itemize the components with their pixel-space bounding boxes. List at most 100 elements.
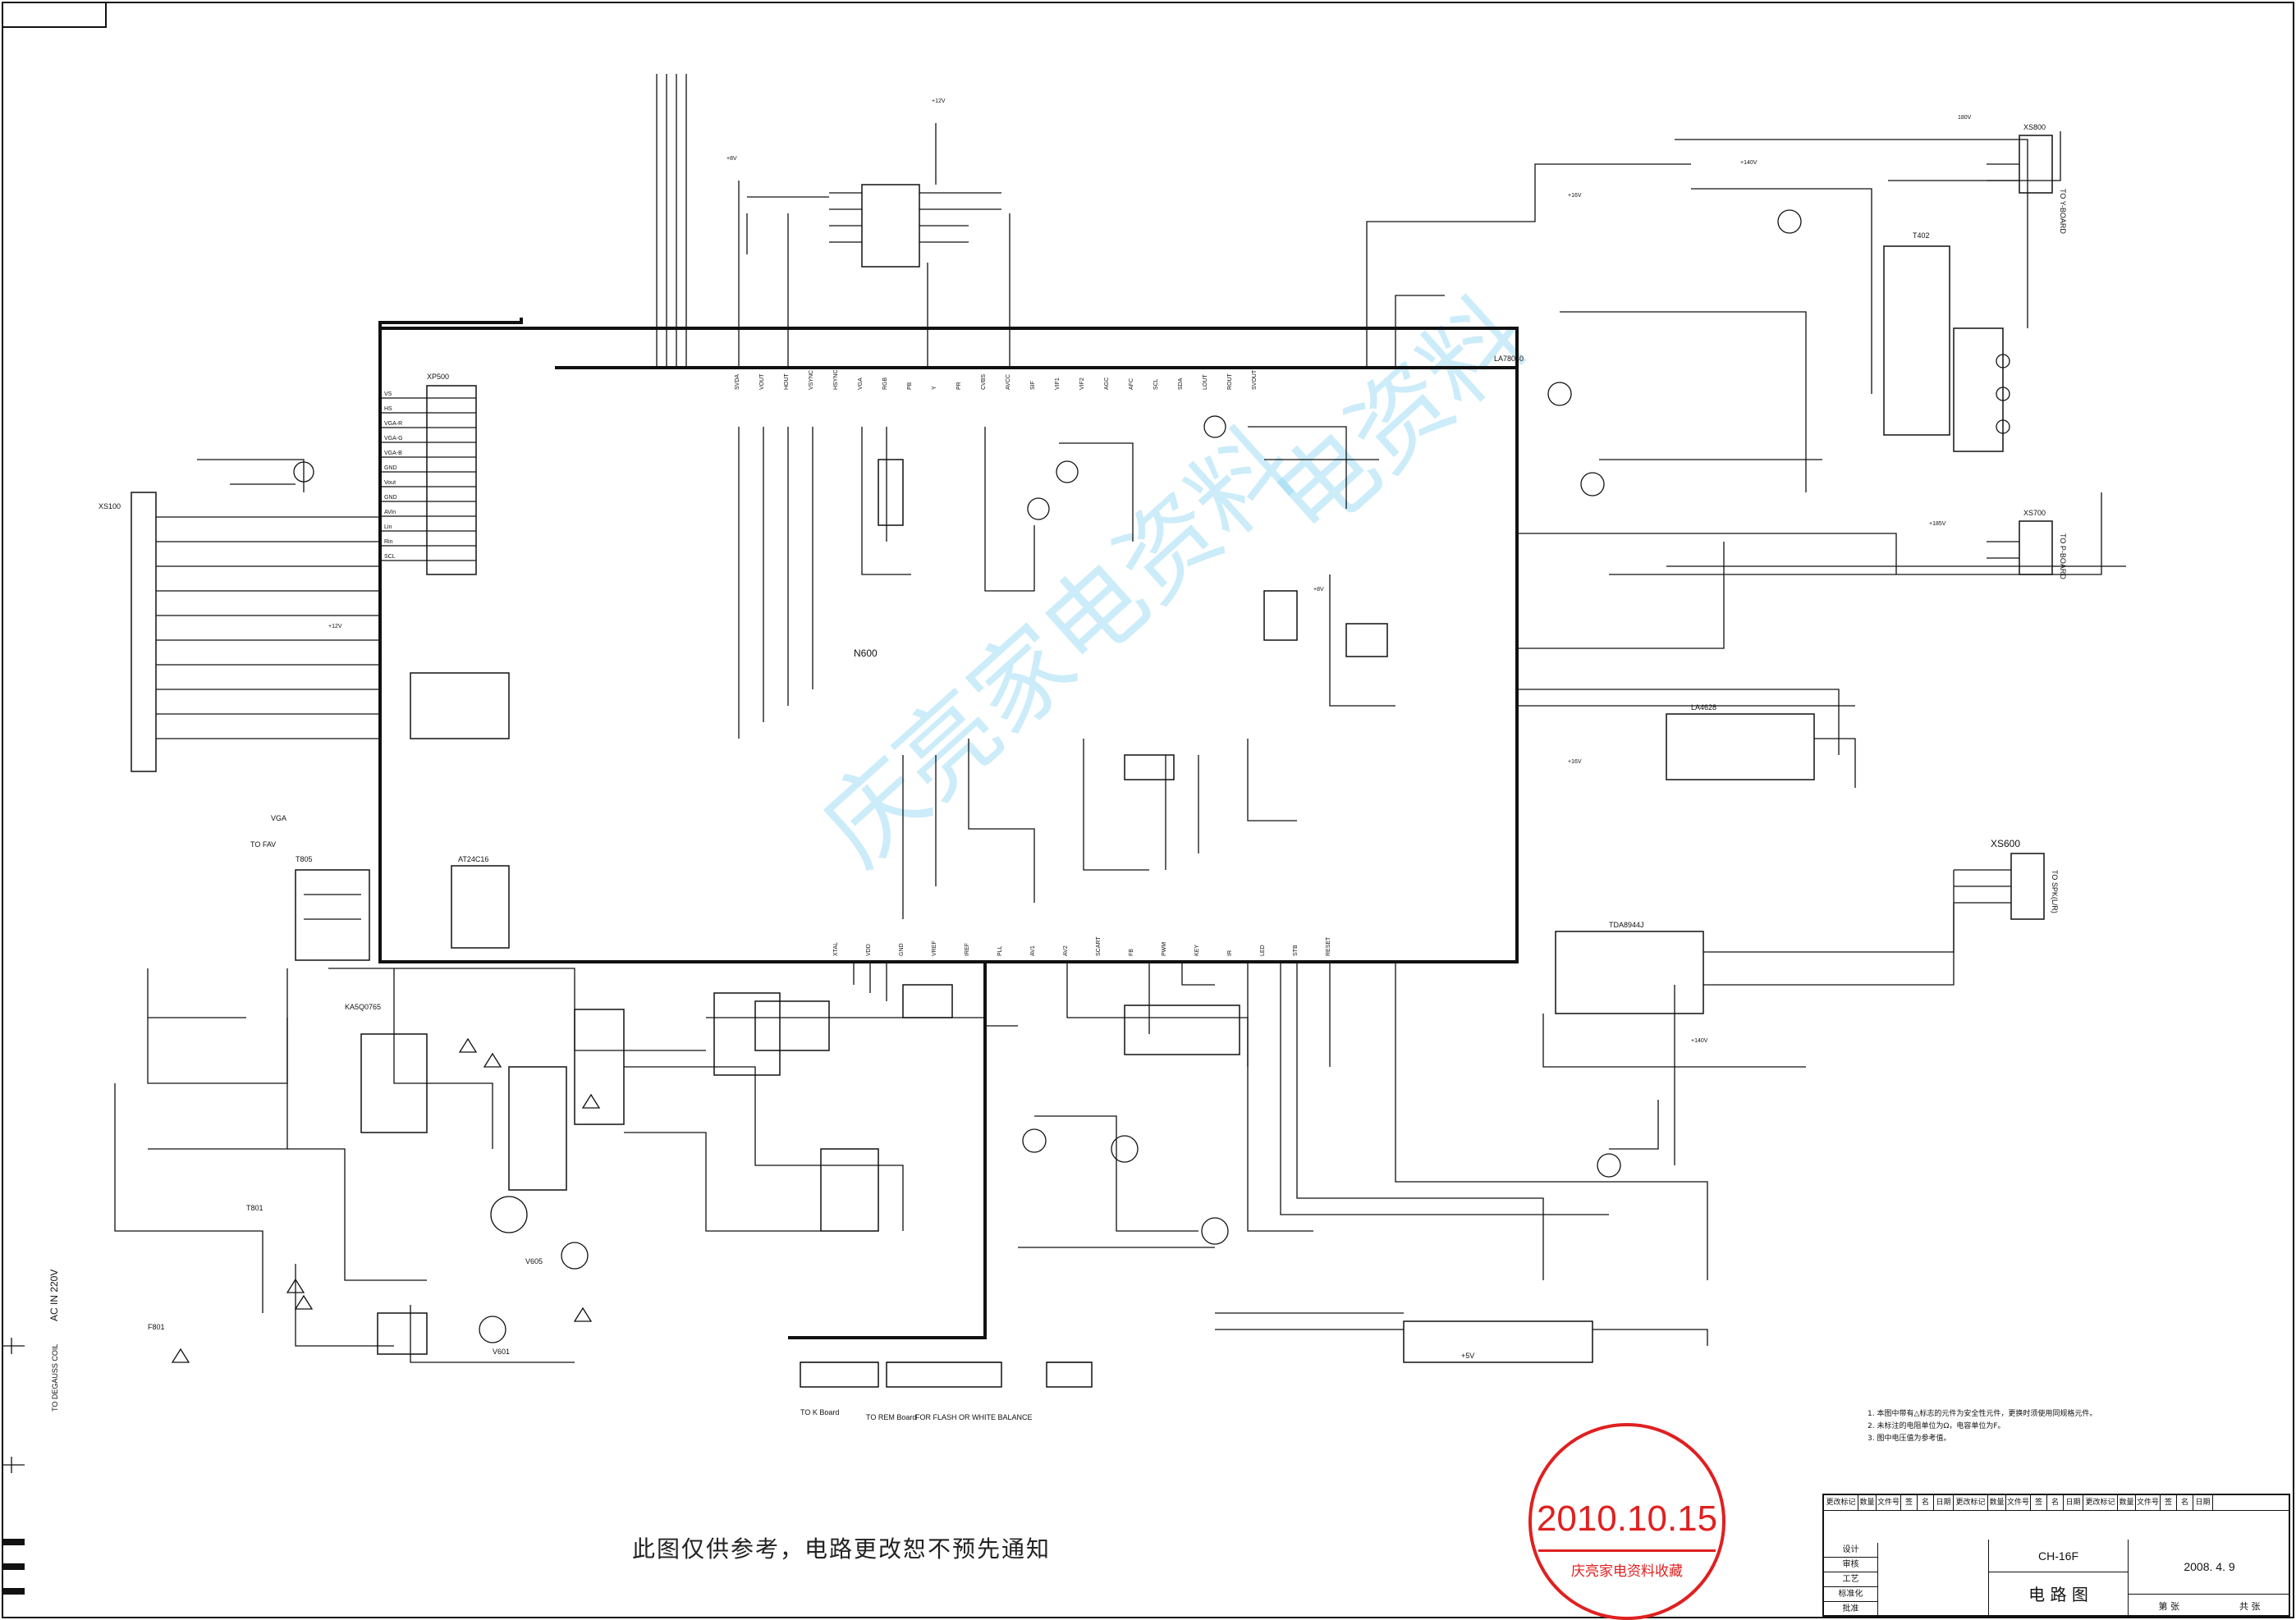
drawing-date: 2008. 4. 9 [2128, 1540, 2290, 1594]
svg-text:RGB: RGB [882, 378, 888, 391]
svg-text:PB: PB [907, 382, 913, 390]
svg-text:+12V: +12V [328, 624, 342, 629]
svg-text:VGA-G: VGA-G [384, 436, 403, 442]
bottom-bus [788, 962, 1708, 1339]
main-ic-top-pins: SVDA VOUT HOUT VSYNC HSYNC VGA RGB PB Y … [735, 369, 1258, 390]
flyback-ref: T402 [1913, 231, 1930, 240]
note-item: 3. 图中电压值为参考值。 [1868, 1435, 1951, 1443]
note-item: 2. 未标注的电阻单位为Ω，电容单位为F。 [1868, 1422, 2005, 1430]
eeprom-ref: AT24C16 [458, 855, 488, 863]
sheet-total: 共 张 [2239, 1600, 2261, 1612]
svg-text:IREF: IREF [965, 943, 970, 956]
main-ic-ref: N600 [854, 648, 878, 659]
svg-text:VGA-B: VGA-B [384, 451, 402, 456]
voltage-labels: +12V +8V +16V +140V +185V 180V +8V +12V … [328, 98, 1972, 1044]
left-input-section [131, 459, 510, 949]
svg-text:SCL: SCL [1153, 378, 1159, 390]
left-connector-block [380, 385, 477, 575]
vga-label: VGA [271, 814, 286, 822]
svg-text:SIF: SIF [1030, 381, 1036, 390]
stamp-text: 庆亮家电资料收藏 [1571, 1563, 1683, 1580]
k-board-label: TO K Board [800, 1408, 839, 1416]
v601-ref: V601 [493, 1348, 510, 1356]
svg-text:HSYNC: HSYNC [833, 369, 839, 390]
svg-text:Lin: Lin [384, 524, 392, 530]
border-ticks [2, 1338, 25, 1595]
svg-text:AV2: AV2 [1063, 945, 1069, 956]
right-connectors [1954, 135, 2053, 920]
xs800-note: TO Y-BOARD [2059, 189, 2067, 234]
svg-text:XTAL: XTAL [833, 942, 839, 956]
svg-text:电资料: 电资料 [1253, 277, 1549, 559]
title-block-header-row: 更改标记 数量 文件号 签 名 日期 更改标记 数量 文件号 签 名 日期 更改… [1824, 1495, 2289, 1511]
xs700-ref: XS700 [2023, 509, 2046, 517]
notes-block: 1. 本图中带有△标志的元件为安全性元件，更换时须使用同规格元件。 2. 未标注… [1868, 1408, 2097, 1445]
main-ic-bottom-pins: XTAL VDD GND VREF IREF PLL AV1 AV2 SCART… [833, 936, 1331, 956]
svg-text:180V: 180V [1958, 115, 1972, 121]
svg-text:FB: FB [1129, 949, 1134, 956]
svg-text:+140V: +140V [1740, 160, 1758, 166]
bottom-middle-section [1018, 1004, 1708, 1363]
svg-text:+12V: +12V [932, 98, 946, 104]
audio-amp-section [1542, 713, 1955, 1178]
n100-ref: +5V [1461, 1352, 1474, 1360]
svg-text:GND: GND [384, 465, 397, 471]
left-connector-ref: XP500 [427, 373, 449, 381]
svg-text:Rin: Rin [384, 539, 393, 545]
top-ic-pins [746, 123, 1001, 254]
svg-text:HS: HS [384, 406, 392, 412]
xs600-ref: XS600 [1991, 838, 2020, 849]
deflection-section [1366, 131, 2126, 755]
svg-text:GND: GND [899, 943, 905, 956]
top-bus [378, 74, 1517, 369]
svg-text:AFC: AFC [1129, 378, 1134, 390]
svg-text:PLL: PLL [997, 945, 1003, 956]
internal-components [738, 415, 1395, 919]
svg-text:+185V: +185V [1929, 521, 1946, 527]
warning-icons [171, 1037, 601, 1363]
svg-text:VREF: VREF [932, 940, 937, 956]
flash-label: FOR FLASH OR WHITE BALANCE [915, 1413, 1033, 1421]
svg-text:HOUT: HOUT [784, 373, 790, 390]
svg-text:SVOUT: SVOUT [1252, 369, 1258, 390]
degauss-label: TO DEGAUSS COIL [51, 1344, 59, 1412]
left-connector-pin-labels: VS HS VGA-R VGA-G VGA-B GND Vout GND AVi… [384, 391, 403, 560]
svg-text:VIF1: VIF1 [1055, 378, 1061, 390]
corner-box [2, 2, 107, 28]
title-block: 更改标记 数量 文件号 签 名 日期 更改标记 数量 文件号 签 名 日期 更改… [1822, 1494, 2290, 1617]
svg-text:AVCC: AVCC [1006, 374, 1011, 390]
svg-text:SCART: SCART [1096, 936, 1102, 956]
top-ic [861, 184, 920, 268]
svg-text:GND: GND [384, 495, 397, 501]
svg-text:+16V: +16V [1568, 759, 1582, 765]
xs600-note: TO SPK(L/R) [2051, 870, 2059, 913]
svg-text:SCL: SCL [384, 554, 396, 560]
role-standard: 标准化 [1824, 1587, 1878, 1602]
xs700-note: TO P-BOARD [2059, 533, 2067, 579]
svg-text:CVBS: CVBS [981, 374, 987, 390]
svg-text:PR: PR [956, 382, 962, 390]
svg-text:VGA-R: VGA-R [384, 421, 402, 427]
vertical-ic-ref: LA78040 [1494, 355, 1524, 363]
svg-text:AGC: AGC [1104, 378, 1110, 390]
svg-text:+8V: +8V [1313, 587, 1324, 593]
xs800-ref: XS800 [2023, 123, 2046, 131]
svg-text:PWM: PWM [1162, 942, 1167, 956]
v605-ref: V605 [525, 1257, 543, 1265]
svg-text:+16V: +16V [1568, 193, 1582, 199]
tda-ref: LA4628 [1691, 703, 1716, 712]
sheet-count: 第 张 共 张 [2128, 1594, 2290, 1617]
power-supply-section [114, 869, 1018, 1363]
power-ic-ref: KA5Q0765 [345, 1003, 381, 1011]
f801-ref: F801 [148, 1323, 165, 1331]
stamp-divider [1538, 1549, 1716, 1552]
role-design: 设计 [1824, 1543, 1878, 1558]
svg-text:VGA: VGA [858, 378, 864, 390]
bottom-connectors [800, 1361, 1093, 1388]
t801-ref: T801 [246, 1204, 264, 1212]
svg-text:VIF2: VIF2 [1079, 378, 1085, 390]
model-number: CH-16F [1988, 1540, 2128, 1572]
svg-text:AVin: AVin [384, 510, 396, 515]
svg-text:RESET: RESET [1326, 936, 1331, 956]
role-review: 审核 [1824, 1558, 1878, 1572]
